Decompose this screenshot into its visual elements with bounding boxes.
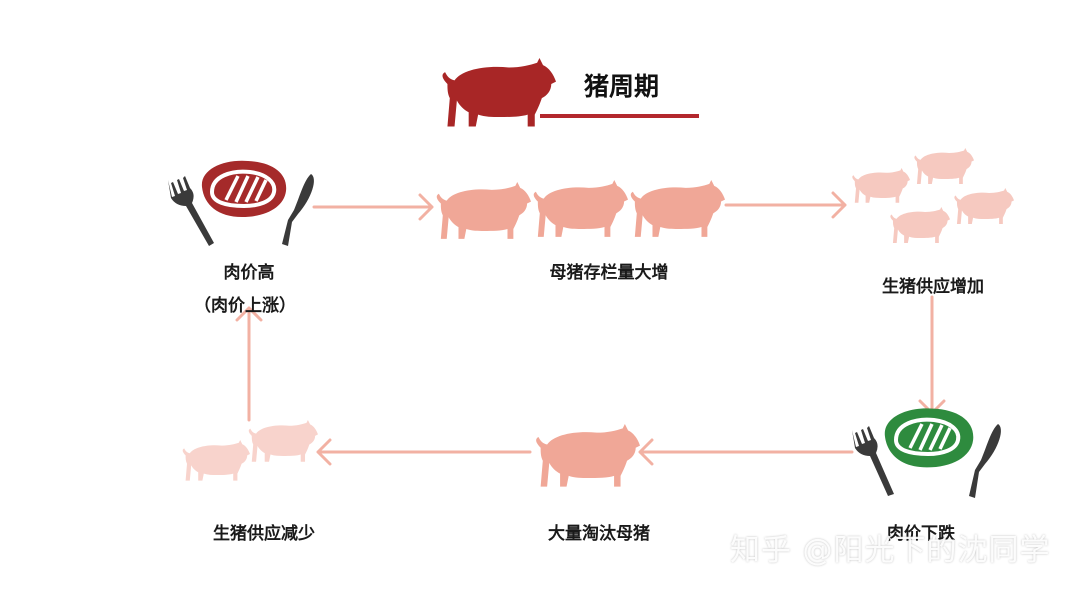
node-meat-price-down: 肉价下跌 <box>887 524 955 544</box>
culling-pig-icon <box>536 424 640 487</box>
node-hog-supply-up: 生猪供应增加 <box>882 277 984 297</box>
knife-icon <box>282 174 314 246</box>
few-pigs-icon <box>182 420 318 481</box>
fork-icon <box>168 176 214 246</box>
meat-high-icon <box>168 160 314 246</box>
many-pigs-icon <box>852 148 1014 243</box>
arrow-decline-to-high <box>235 306 263 422</box>
sow-pigs-icon <box>436 180 725 239</box>
arrow-high-to-sow <box>312 193 434 221</box>
node-meat-price-high: 肉价高 （肉价上涨） <box>190 258 308 316</box>
arrow-sow-to-supply <box>724 191 847 219</box>
node-sow-culling: 大量淘汰母猪 <box>548 524 650 544</box>
watermark: 知乎 @阳光下的沈同学 <box>730 533 1051 568</box>
arrow-culling-to-decline <box>316 438 532 466</box>
node-label: 肉价高 <box>223 263 275 283</box>
knife-icon <box>969 424 1001 498</box>
steak-icon <box>201 160 287 217</box>
meat-down-icon <box>852 408 1001 498</box>
page-title: 猪周期 <box>584 72 660 101</box>
fork-icon <box>852 426 894 496</box>
steak-icon <box>884 408 974 468</box>
arrow-down-to-culling <box>638 438 854 466</box>
node-sow-inventory-up: 母猪存栏量大增 <box>549 263 669 283</box>
cycle-arrows <box>235 191 946 466</box>
node-hog-supply-down: 生猪供应减少 <box>213 524 315 544</box>
node-sublabel: （肉价上涨） <box>194 296 296 316</box>
title-pig-icon <box>442 58 556 127</box>
arrow-supply-to-down <box>918 295 946 415</box>
